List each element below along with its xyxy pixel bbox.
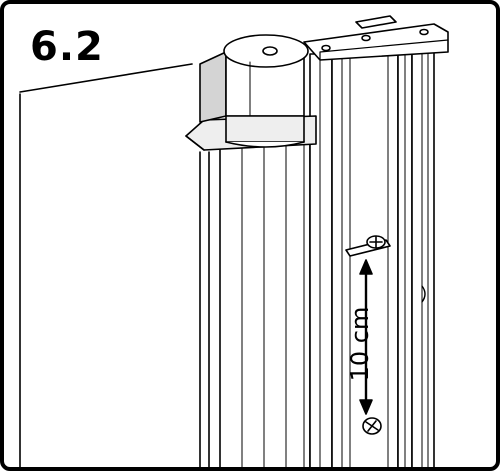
screw-icon [362, 417, 382, 435]
dimension-arrow [359, 259, 373, 415]
door-panel [199, 151, 210, 467]
wall-panel [19, 63, 193, 467]
assembly-illustration [19, 15, 449, 467]
screw-icon [345, 235, 391, 257]
dimension-label: 10 cm [346, 306, 374, 382]
step-number: 6.2 [30, 24, 104, 70]
profile-top-frame [303, 15, 449, 61]
hinge-cap-icon [199, 34, 309, 148]
